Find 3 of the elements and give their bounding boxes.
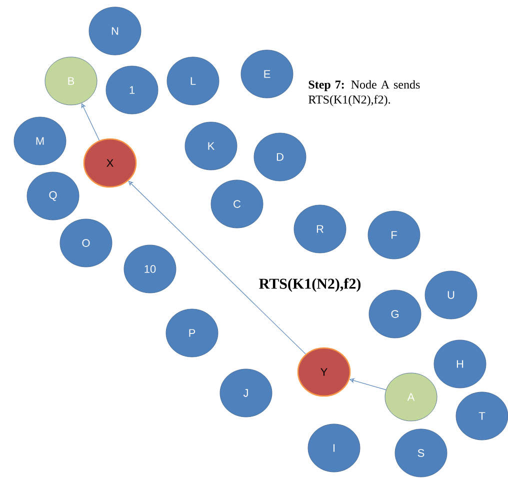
- edge-label: RTS(K1(N2),f2): [258, 277, 362, 293]
- arrow: [81, 103, 100, 141]
- step-note: Step 7: Node A sends RTS(K1(N2),f2).: [308, 80, 420, 106]
